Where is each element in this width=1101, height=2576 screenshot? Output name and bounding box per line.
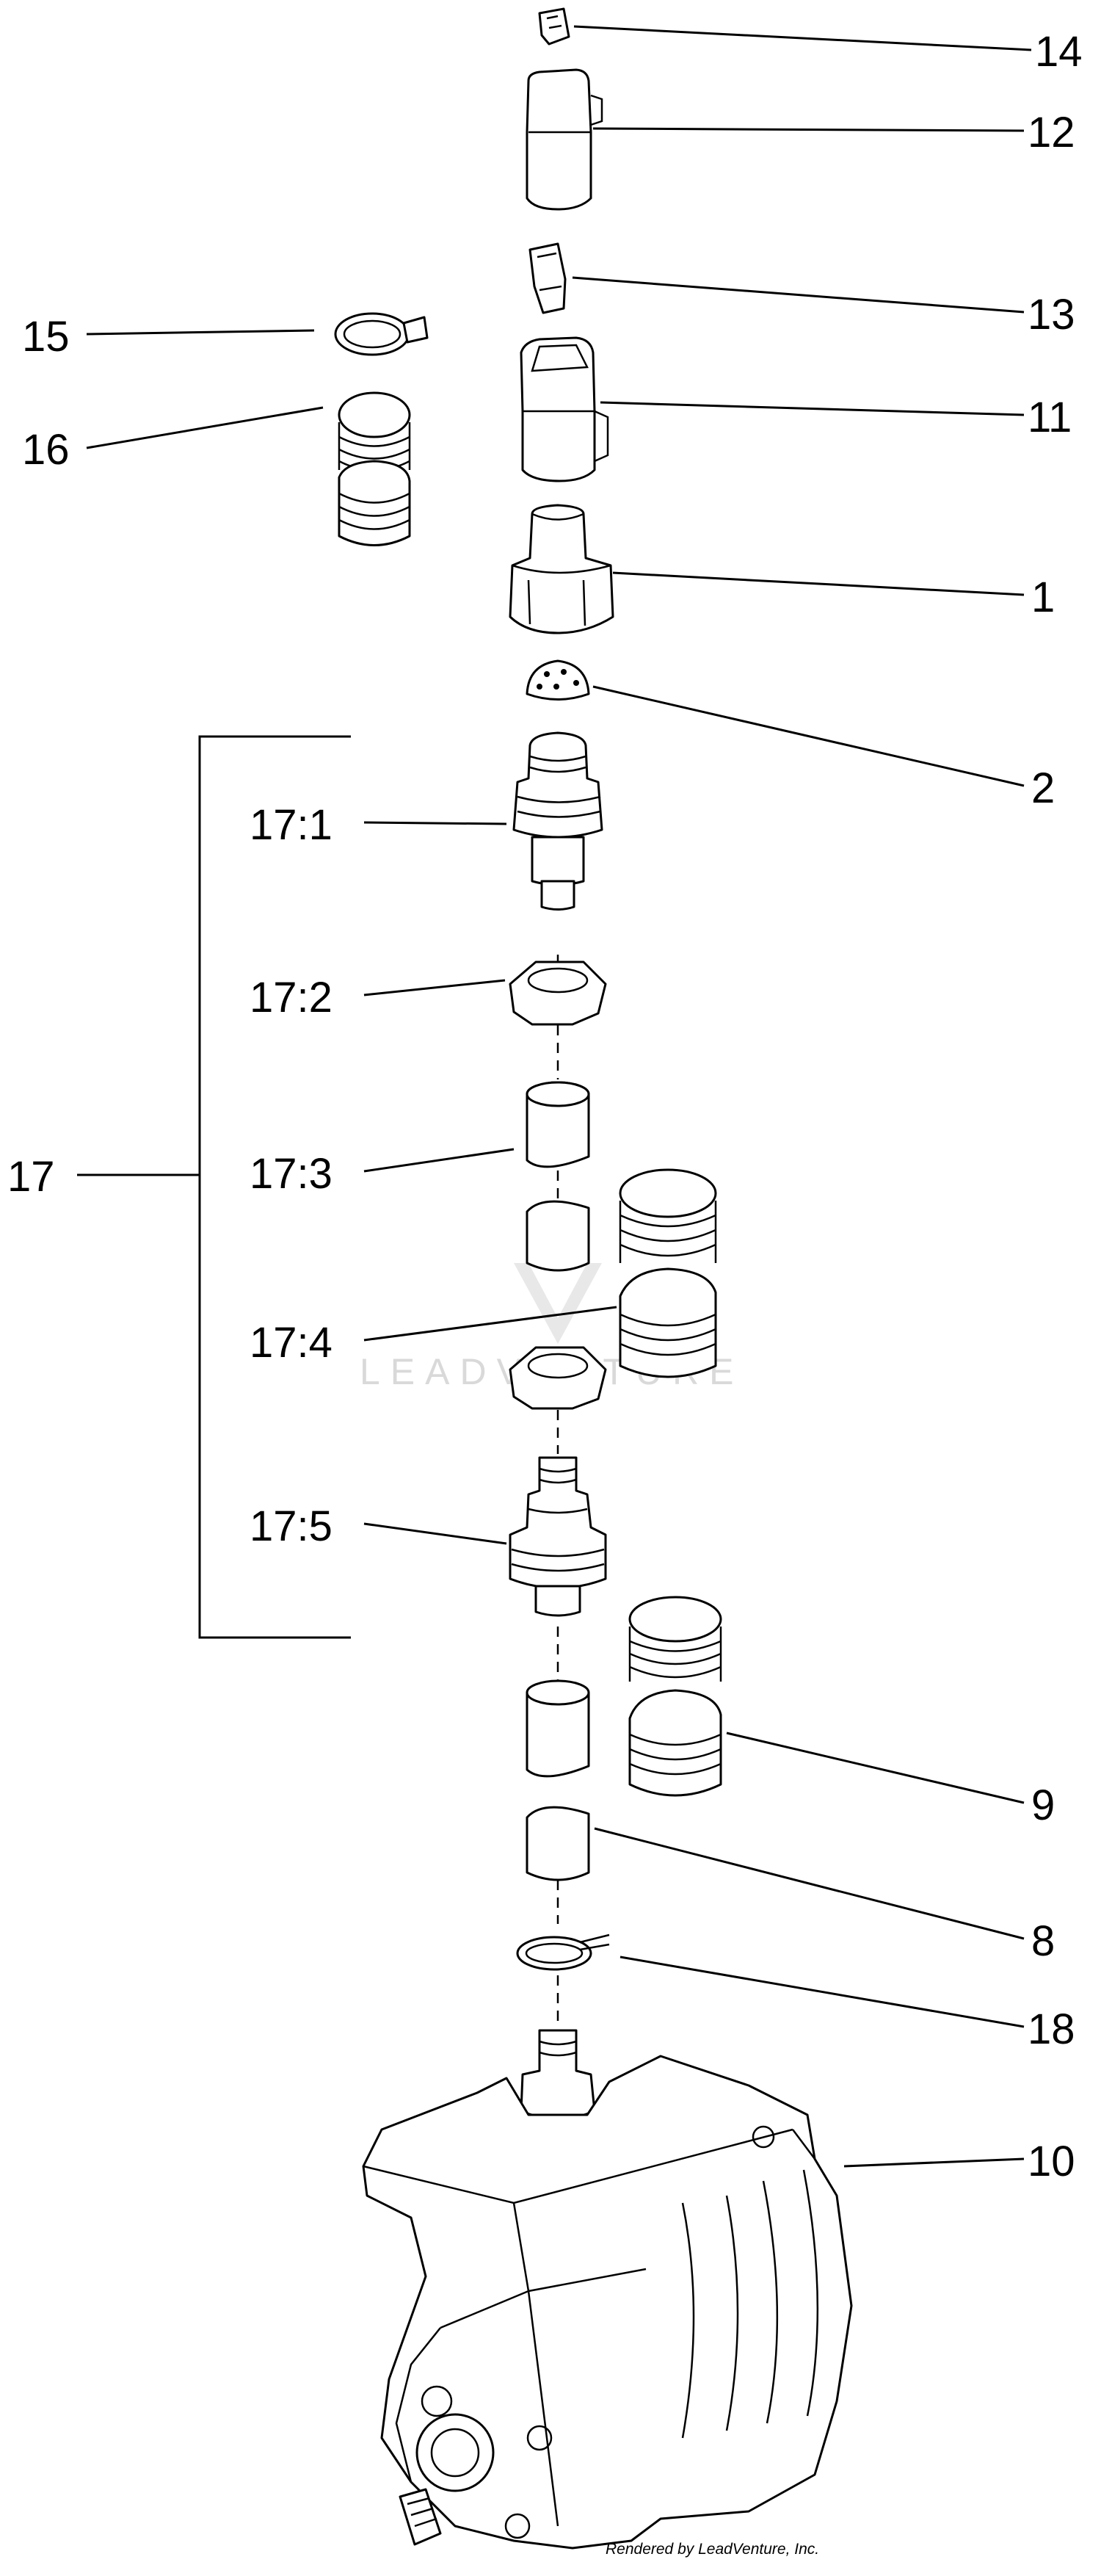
assembly-17-bracket (198, 735, 351, 1639)
part-17-4-nut (509, 1346, 607, 1410)
callout-10: 10 (1028, 2138, 1075, 2185)
part-10-pump (362, 2029, 853, 2550)
callout-16: 16 (22, 426, 70, 474)
callout-15: 15 (22, 313, 70, 361)
callout-17-3: 17:3 (250, 1150, 333, 1198)
callout-1: 1 (1031, 574, 1055, 621)
part-13-terminal-lock (528, 242, 567, 314)
part-15-cable-tie (334, 312, 429, 356)
callout-14: 14 (1035, 28, 1083, 76)
callout-13: 13 (1028, 291, 1075, 339)
part-9-spring (628, 1596, 722, 1797)
callout-17-4: 17:4 (250, 1319, 333, 1367)
callout-labels: 14 12 13 15 11 16 1 2 17:1 17:2 17 17:3 … (7, 28, 1083, 2185)
callout-12: 12 (1028, 109, 1075, 156)
callout-2: 2 (1031, 764, 1055, 812)
callout-17-5: 17:5 (250, 1502, 333, 1550)
part-17-2-nut (509, 960, 607, 1026)
callout-17-2: 17:2 (250, 974, 333, 1021)
callout-17-1: 17:1 (250, 801, 333, 849)
part-17-1-fitting (512, 731, 603, 911)
part-11-connector (520, 336, 609, 482)
part-16-spring (338, 391, 411, 546)
callout-18: 18 (1028, 2005, 1075, 2053)
part-17-3-tube (526, 1081, 590, 1272)
callout-9: 9 (1031, 1781, 1055, 1829)
callout-17: 17 (7, 1153, 55, 1201)
part-18-clip (516, 1933, 610, 1971)
part-2-cap (526, 659, 590, 701)
credit-text: Rendered by LeadVenture, Inc. (606, 2541, 819, 2558)
part-12-connector (526, 68, 603, 211)
part-17-4-spring (619, 1168, 717, 1378)
callout-11: 11 (1028, 394, 1072, 441)
callout-8: 8 (1031, 1917, 1055, 1965)
part-14-terminal-lock (538, 7, 570, 46)
part-8-tube (526, 1679, 590, 1881)
leader-lines (77, 25, 1032, 2168)
part-1-switch (509, 504, 614, 634)
part-17-5-fitting (509, 1456, 607, 1617)
